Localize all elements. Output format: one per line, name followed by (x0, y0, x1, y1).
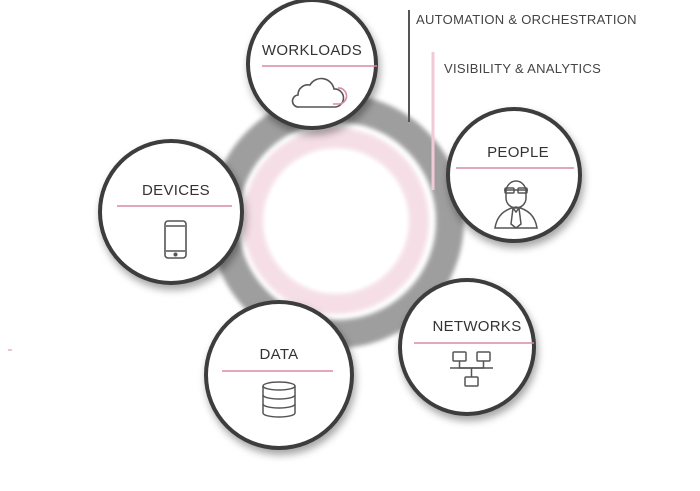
inner-ring-visibility (243, 128, 429, 314)
node-workloads-label: WORKLOADS (262, 42, 362, 59)
central-rings (210, 94, 464, 348)
database-icon (262, 381, 296, 418)
node-networks[interactable]: NETWORKS (398, 278, 536, 416)
node-devices[interactable]: DEVICES (98, 139, 244, 285)
node-data[interactable]: DATA (204, 300, 354, 450)
cloud-icon (291, 77, 348, 108)
node-data-label: DATA (260, 346, 299, 363)
inner-ring-label: VISIBILITY & ANALYTICS (444, 61, 601, 76)
mobile-device-icon (164, 220, 187, 259)
node-workloads[interactable]: WORKLOADS (246, 0, 378, 130)
node-people-label: PEOPLE (487, 144, 549, 161)
node-networks-label: NETWORKS (432, 318, 521, 335)
person-icon (494, 180, 538, 229)
outer-ring-label: AUTOMATION & ORCHESTRATION (416, 12, 637, 27)
network-topology-icon (450, 351, 493, 387)
node-devices-label: DEVICES (142, 182, 210, 199)
node-people[interactable]: PEOPLE (446, 107, 582, 243)
